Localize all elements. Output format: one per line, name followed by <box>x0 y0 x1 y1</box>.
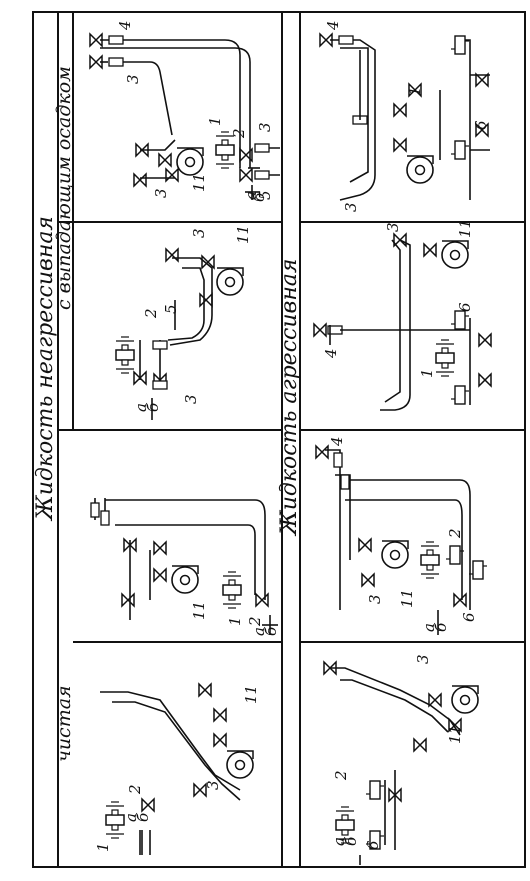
label-4-a: 4 <box>116 20 134 31</box>
label-3-e: 3 <box>342 202 360 212</box>
label-11-f: 11 <box>456 219 474 238</box>
label-5-a: 5 <box>256 190 274 200</box>
label-11-h: 11 <box>446 725 464 744</box>
label-2-h: 2 <box>332 770 350 781</box>
scheme-aggressive-2 <box>313 233 492 411</box>
header-liquid-aggressive: Жидкость агрессивная <box>277 259 302 538</box>
label-11-d: 11 <box>242 685 260 704</box>
label-3-h: 3 <box>414 654 432 664</box>
label-4-e: 4 <box>324 20 342 31</box>
label-b-d: б <box>134 812 152 822</box>
label-2-b: 2 <box>142 308 160 319</box>
label-a-h: a <box>330 837 348 846</box>
header-liquid-nonaggressive: Жидкость неагрессивная <box>33 216 58 522</box>
table-frame <box>32 11 526 868</box>
scheme-aggressive-1 <box>319 33 490 201</box>
scheme-aggressive-3 <box>315 445 488 635</box>
label-3-d: 3 <box>204 780 222 790</box>
label-6-g: 6 <box>460 612 478 622</box>
label-3-a2: 3 <box>152 188 170 198</box>
label-2-c: 2 <box>246 616 264 627</box>
label-5-b: 5 <box>162 304 180 314</box>
label-b-c: б <box>262 626 280 636</box>
label-1-a: 1 <box>206 116 224 126</box>
label-11-g: 11 <box>398 589 416 608</box>
scheme-aggressive-4 <box>323 661 479 865</box>
label-2-a: 2 <box>230 128 248 139</box>
label-a-c: a <box>250 627 268 636</box>
header-with-sediment: с выпадающим осадком <box>53 66 75 310</box>
label-b-h: б <box>342 836 360 846</box>
label-1-e: 1 <box>406 86 424 96</box>
label-11-b: 11 <box>234 225 252 244</box>
scheme-clean-1 <box>90 498 278 635</box>
label-b-a: б <box>250 192 268 202</box>
label-3-a3: 3 <box>256 122 274 132</box>
label-3-b1: 3 <box>190 228 208 238</box>
label-4-f: 4 <box>322 348 340 359</box>
label-6-e: 6 <box>472 120 490 130</box>
scheme-sediment-2 <box>115 248 244 420</box>
label-1-f: 1 <box>418 368 436 378</box>
scheme-clean-2 <box>100 683 254 855</box>
label-2-g: 2 <box>446 528 464 539</box>
label-a-g: a <box>420 623 438 632</box>
label-11-c: 11 <box>190 601 208 620</box>
label-a-d: a <box>122 813 140 822</box>
label-3-b2: 3 <box>182 394 200 404</box>
label-11-a: 11 <box>190 173 208 192</box>
label-2-d: 2 <box>126 784 144 795</box>
label-b-g: б <box>432 622 450 632</box>
label-3-f: 3 <box>384 222 402 232</box>
header-clean: чистая <box>53 685 75 762</box>
scheme-sediment-1 <box>89 33 280 200</box>
label-1-d: 1 <box>94 842 112 852</box>
label-3-a1: 3 <box>124 74 142 84</box>
label-a-a: a <box>242 191 260 200</box>
label-b-b: б <box>144 402 162 412</box>
label-6-h: 6 <box>364 840 382 850</box>
label-a-b: a <box>132 403 150 412</box>
label-4-g: 4 <box>328 436 346 447</box>
label-1-c: 1 <box>226 616 244 626</box>
label-3-g: 3 <box>366 594 384 604</box>
label-6-f: 6 <box>456 302 474 312</box>
